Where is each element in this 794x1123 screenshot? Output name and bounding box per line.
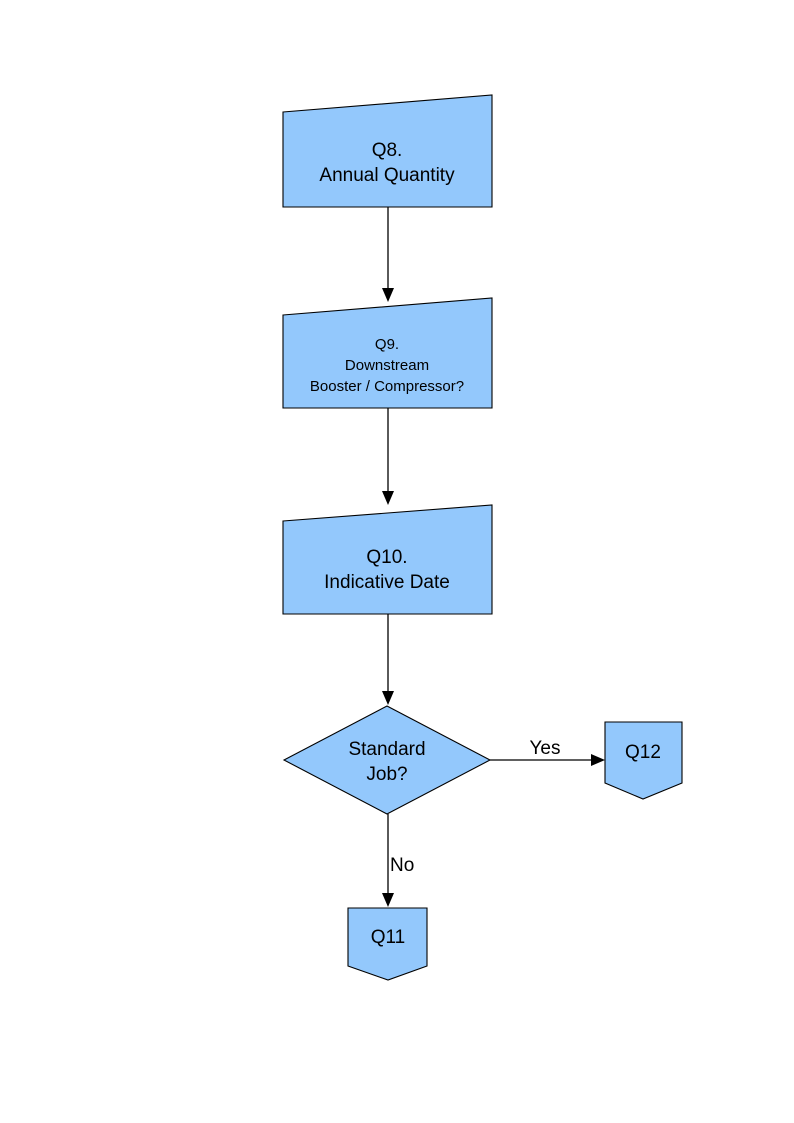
decision-label-line2: Job? — [366, 764, 407, 785]
q11-label: Q11 — [371, 927, 406, 948]
decision-label-line1: Standard — [348, 739, 425, 760]
edge-decision-to-q12-arrowhead — [591, 754, 605, 766]
node-q12[interactable]: Q12 — [604, 721, 683, 800]
edge-q10-to-decision — [382, 614, 394, 705]
q10-label-line1: Q10. — [366, 547, 407, 568]
edge-q8-to-q9 — [382, 207, 394, 302]
q9-label-line1: Q9. — [375, 336, 399, 353]
q8-label-line2: Annual Quantity — [319, 165, 455, 186]
edge-q9-to-q10 — [382, 408, 394, 505]
q12-label: Q12 — [625, 742, 661, 763]
q12-shape — [604, 721, 683, 800]
node-decision-standard-job[interactable]: Standard Job? — [282, 705, 492, 815]
decision-shape — [282, 705, 492, 815]
q9-shape — [282, 297, 493, 409]
edge-decision-to-q12 — [490, 754, 605, 766]
q9-label-line2: Downstream — [345, 357, 429, 374]
edge-q8-to-q9-arrowhead — [382, 288, 394, 302]
edge-label-yes: Yes — [530, 738, 561, 759]
edge-decision-to-q11 — [382, 814, 394, 907]
q10-shape — [282, 504, 493, 615]
q8-shape — [282, 94, 493, 208]
q8-label-line1: Q8. — [372, 140, 403, 161]
q10-label-line2: Indicative Date — [324, 572, 450, 593]
q9-label-line3: Booster / Compressor? — [310, 378, 464, 395]
edge-decision-to-q11-arrowhead — [382, 893, 394, 907]
node-q11[interactable]: Q11 — [347, 907, 428, 981]
q11-shape — [347, 907, 428, 981]
edge-q9-to-q10-arrowhead — [382, 491, 394, 505]
node-q9[interactable]: Q9. Downstream Booster / Compressor? — [282, 297, 493, 409]
node-q8[interactable]: Q8. Annual Quantity — [282, 94, 493, 208]
node-q10[interactable]: Q10. Indicative Date — [282, 504, 493, 615]
edge-q10-to-decision-arrowhead — [382, 691, 394, 705]
edge-label-no: No — [390, 855, 414, 876]
